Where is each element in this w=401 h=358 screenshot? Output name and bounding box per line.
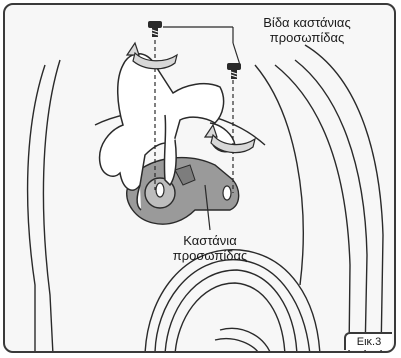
figure-frame: Βίδα καστάνιας προσωπίδας Καστάνια προσω… (3, 3, 396, 353)
helmet-diagram (5, 5, 396, 353)
ratchet-label: Καστάνια προσωπίδας (155, 233, 265, 263)
ratchet-label-line1: Καστάνια (155, 233, 265, 248)
screw-icon (148, 21, 162, 37)
ratchet-label-line2: προσωπίδας (155, 248, 265, 263)
screw-label: Βίδα καστάνιας προσωπίδας (237, 15, 377, 45)
figure-tag: Εικ.3 (344, 332, 392, 350)
screw-label-line2: προσωπίδας (237, 30, 377, 45)
screw-icon (227, 63, 241, 79)
screw-label-line1: Βίδα καστάνιας (237, 15, 377, 30)
